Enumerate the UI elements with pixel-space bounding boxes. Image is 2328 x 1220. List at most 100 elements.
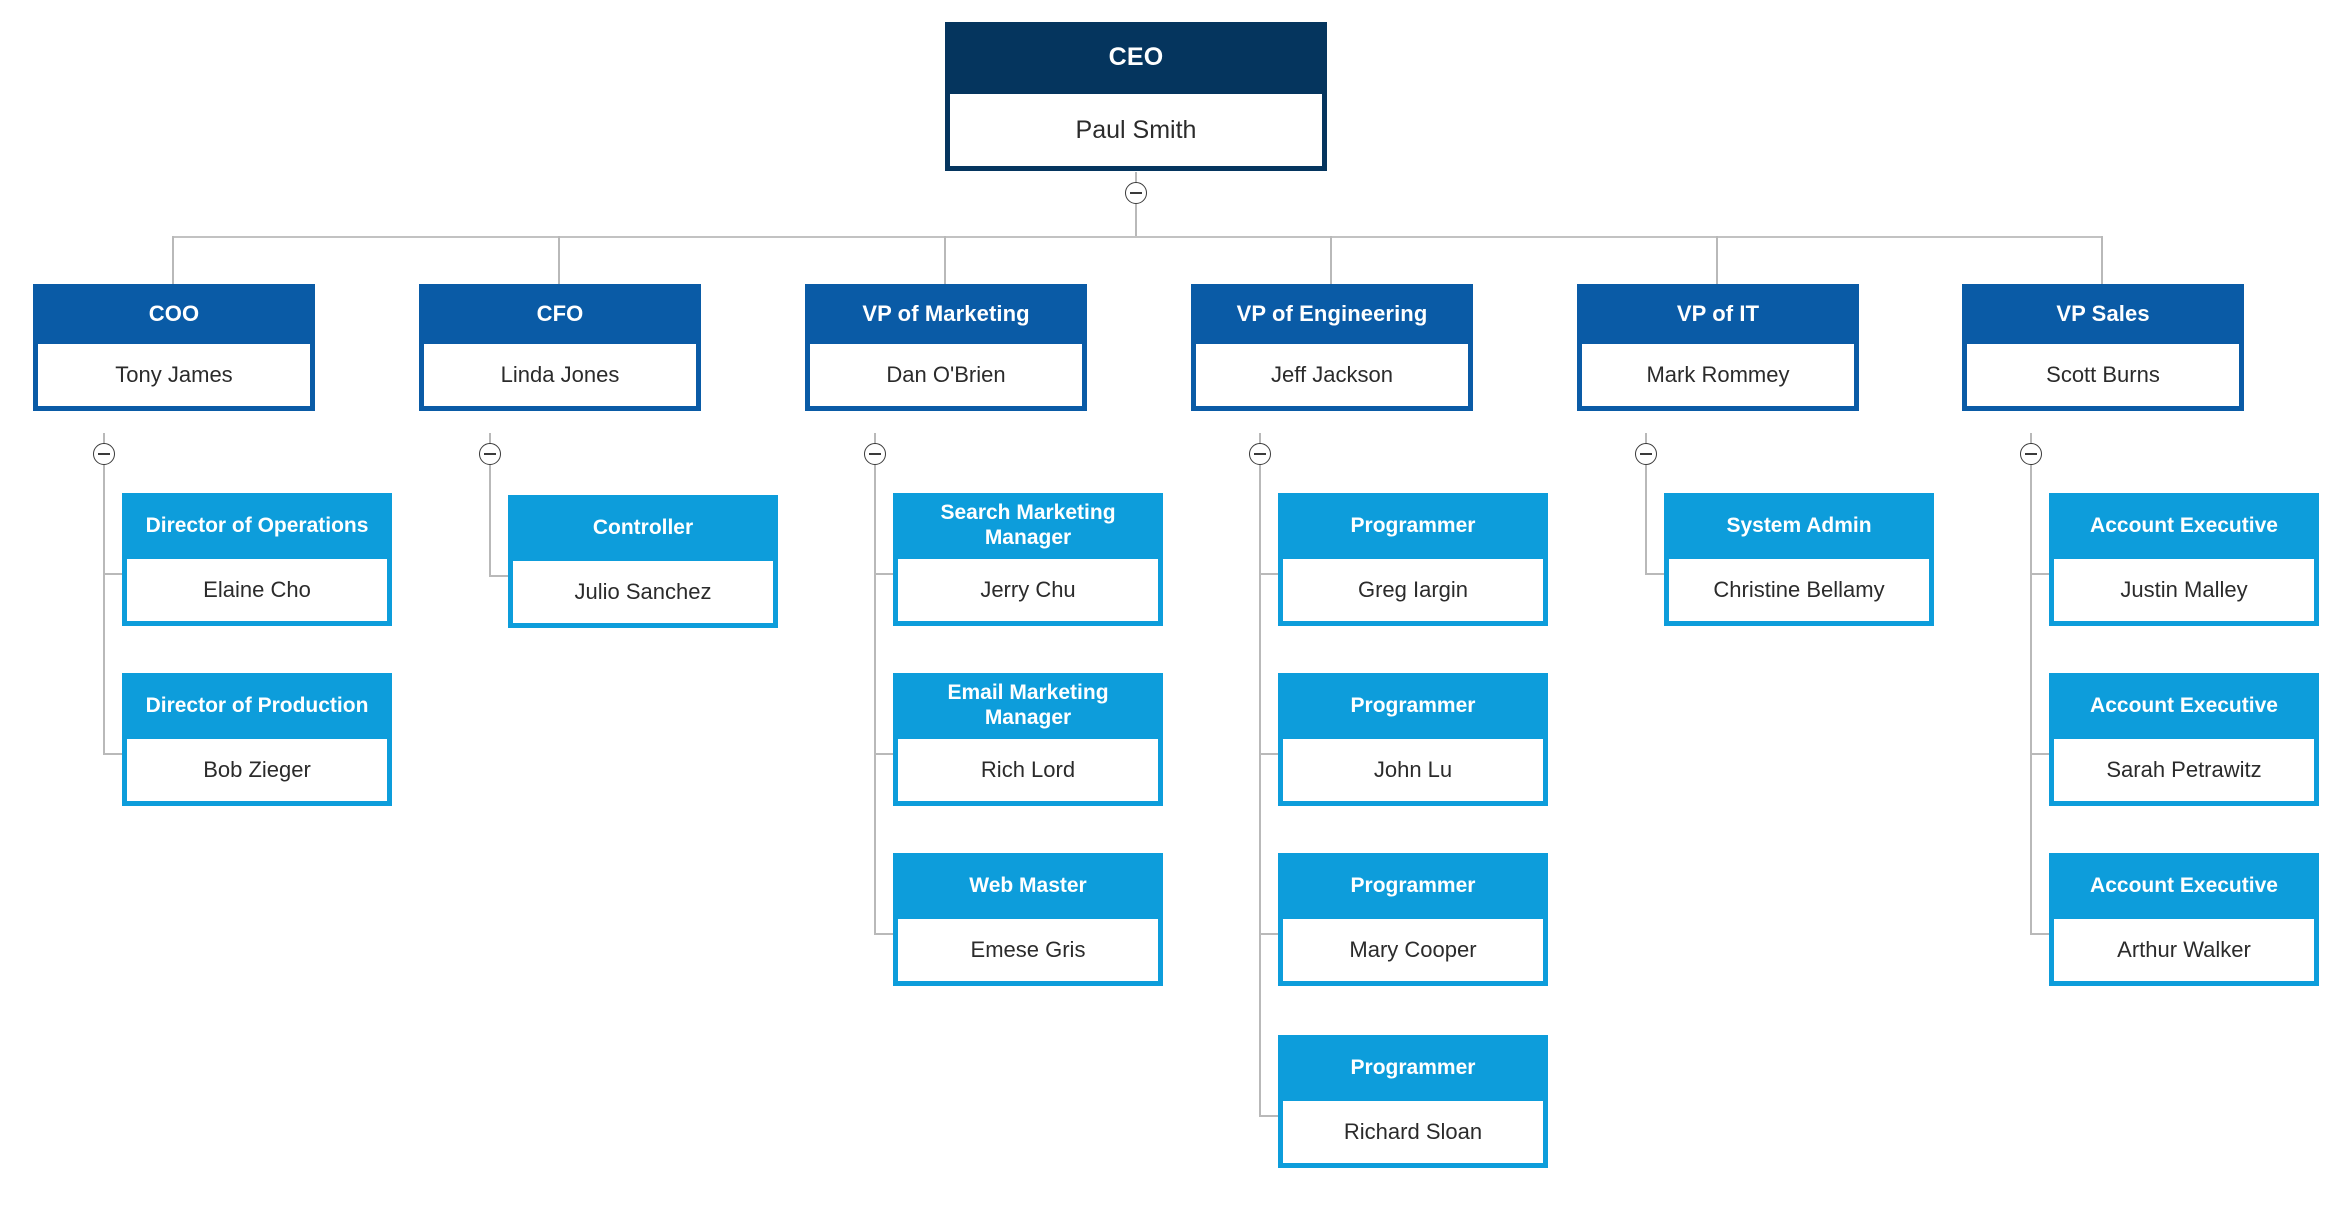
node-name: Dan O'Brien [810, 344, 1082, 406]
connector-coo-stem [103, 433, 105, 451]
node-name: Jeff Jackson [1196, 344, 1468, 406]
node-title: Programmer [1350, 1055, 1476, 1079]
node-title: Programmer [1350, 873, 1476, 897]
node-name: Tony James [38, 344, 310, 406]
node-director-of-production[interactable]: Director of Production Bob Zieger [122, 673, 392, 806]
node-title: Email Marketing Manager [947, 681, 1109, 729]
node-title: VP Sales [2056, 301, 2150, 327]
connector-engineering-spine [1259, 465, 1261, 1117]
node-name: Arthur Walker [2054, 919, 2314, 981]
node-system-admin[interactable]: System Admin Christine Bellamy [1664, 493, 1934, 626]
node-title: VP of Engineering [1236, 301, 1428, 327]
node-title: Programmer [1350, 513, 1476, 537]
node-title: CEO [1108, 43, 1164, 72]
node-account-executive-3[interactable]: Account Executive Arthur Walker [2049, 853, 2319, 986]
connector-drop-sales [2101, 236, 2103, 284]
connector-marketing-stub-3 [874, 933, 895, 935]
node-title: System Admin [1726, 513, 1872, 537]
toggle-cfo-minus-circle-icon[interactable] [479, 443, 501, 465]
node-name: Christine Bellamy [1669, 559, 1929, 621]
node-name: Bob Zieger [127, 739, 387, 801]
node-vp-engineering[interactable]: VP of Engineering Jeff Jackson [1191, 284, 1473, 411]
node-name: Justin Malley [2054, 559, 2314, 621]
node-title: Director of Operations [145, 513, 369, 537]
connector-cfo-spine [489, 465, 491, 576]
node-vp-marketing[interactable]: VP of Marketing Dan O'Brien [805, 284, 1087, 411]
node-controller[interactable]: Controller Julio Sanchez [508, 495, 778, 628]
node-email-marketing-manager[interactable]: Email Marketing Manager Rich Lord [893, 673, 1163, 806]
connector-engineering-stub-1 [1259, 573, 1280, 575]
node-title: Programmer [1350, 693, 1476, 717]
node-title: Account Executive [2090, 513, 2278, 537]
toggle-it-minus-circle-icon[interactable] [1635, 443, 1657, 465]
node-name: Elaine Cho [127, 559, 387, 621]
node-title: Director of Production [145, 693, 369, 717]
node-name: Sarah Petrawitz [2054, 739, 2314, 801]
connector-sales-spine [2030, 465, 2032, 935]
node-title: VP of Marketing [862, 301, 1030, 327]
node-programmer-1[interactable]: Programmer Greg Iargin [1278, 493, 1548, 626]
connector-engineering-stub-4 [1259, 1115, 1280, 1117]
connector-engineering-stub-3 [1259, 933, 1280, 935]
node-programmer-4[interactable]: Programmer Richard Sloan [1278, 1035, 1548, 1168]
node-title: COO [148, 301, 200, 327]
node-programmer-2[interactable]: Programmer John Lu [1278, 673, 1548, 806]
node-name: Scott Burns [1967, 344, 2239, 406]
node-title: Controller [592, 515, 694, 539]
node-title: Web Master [969, 873, 1087, 897]
connector-cfo-stem [489, 433, 491, 451]
node-programmer-3[interactable]: Programmer Mary Cooper [1278, 853, 1548, 986]
node-cfo[interactable]: CFO Linda Jones [419, 284, 701, 411]
connector-ceo-stem-lower [1135, 204, 1137, 236]
connector-coo-spine [103, 465, 105, 755]
toggle-sales-minus-circle-icon[interactable] [2020, 443, 2042, 465]
node-title: VP of IT [1676, 301, 1760, 327]
toggle-ceo-minus-circle-icon[interactable] [1125, 182, 1147, 204]
connector-drop-engineering [1330, 236, 1332, 284]
connector-it-stub-1 [1645, 573, 1666, 575]
connector-engineering-stub-2 [1259, 753, 1280, 755]
node-name: Greg Iargin [1283, 559, 1543, 621]
connector-level2-bus [172, 236, 2102, 238]
connector-sales-stub-3 [2030, 933, 2051, 935]
connector-marketing-stub-1 [874, 573, 895, 575]
connector-marketing-stem [874, 433, 876, 451]
toggle-marketing-minus-circle-icon[interactable] [864, 443, 886, 465]
node-ceo[interactable]: CEO Paul Smith [945, 22, 1327, 171]
connector-sales-stub-1 [2030, 573, 2051, 575]
toggle-engineering-minus-circle-icon[interactable] [1249, 443, 1271, 465]
connector-marketing-spine [874, 465, 876, 935]
connector-coo-stub-2 [103, 753, 123, 755]
node-coo[interactable]: COO Tony James [33, 284, 315, 411]
connector-coo-stub-1 [103, 573, 123, 575]
node-vp-it[interactable]: VP of IT Mark Rommey [1577, 284, 1859, 411]
node-name: Mark Rommey [1582, 344, 1854, 406]
connector-drop-marketing [944, 236, 946, 284]
connector-engineering-stem [1259, 433, 1261, 451]
connector-cfo-stub-1 [489, 575, 510, 577]
connector-sales-stub-2 [2030, 753, 2051, 755]
node-name: Paul Smith [950, 94, 1322, 166]
connector-it-spine [1645, 465, 1647, 575]
node-name: Jerry Chu [898, 559, 1158, 621]
node-name: Rich Lord [898, 739, 1158, 801]
node-name: Julio Sanchez [513, 561, 773, 623]
node-title: Account Executive [2090, 693, 2278, 717]
node-director-of-operations[interactable]: Director of Operations Elaine Cho [122, 493, 392, 626]
node-search-marketing-manager[interactable]: Search Marketing Manager Jerry Chu [893, 493, 1163, 626]
node-title: CFO [536, 301, 584, 327]
node-vp-sales[interactable]: VP Sales Scott Burns [1962, 284, 2244, 411]
node-name: Richard Sloan [1283, 1101, 1543, 1163]
node-title: Account Executive [2090, 873, 2278, 897]
node-name: John Lu [1283, 739, 1543, 801]
toggle-coo-minus-circle-icon[interactable] [93, 443, 115, 465]
node-account-executive-2[interactable]: Account Executive Sarah Petrawitz [2049, 673, 2319, 806]
node-name: Linda Jones [424, 344, 696, 406]
connector-drop-cfo [558, 236, 560, 284]
node-account-executive-1[interactable]: Account Executive Justin Malley [2049, 493, 2319, 626]
node-title: Search Marketing Manager [940, 501, 1116, 549]
connector-drop-it [1716, 236, 1718, 284]
node-web-master[interactable]: Web Master Emese Gris [893, 853, 1163, 986]
connector-sales-stem [2030, 433, 2032, 451]
